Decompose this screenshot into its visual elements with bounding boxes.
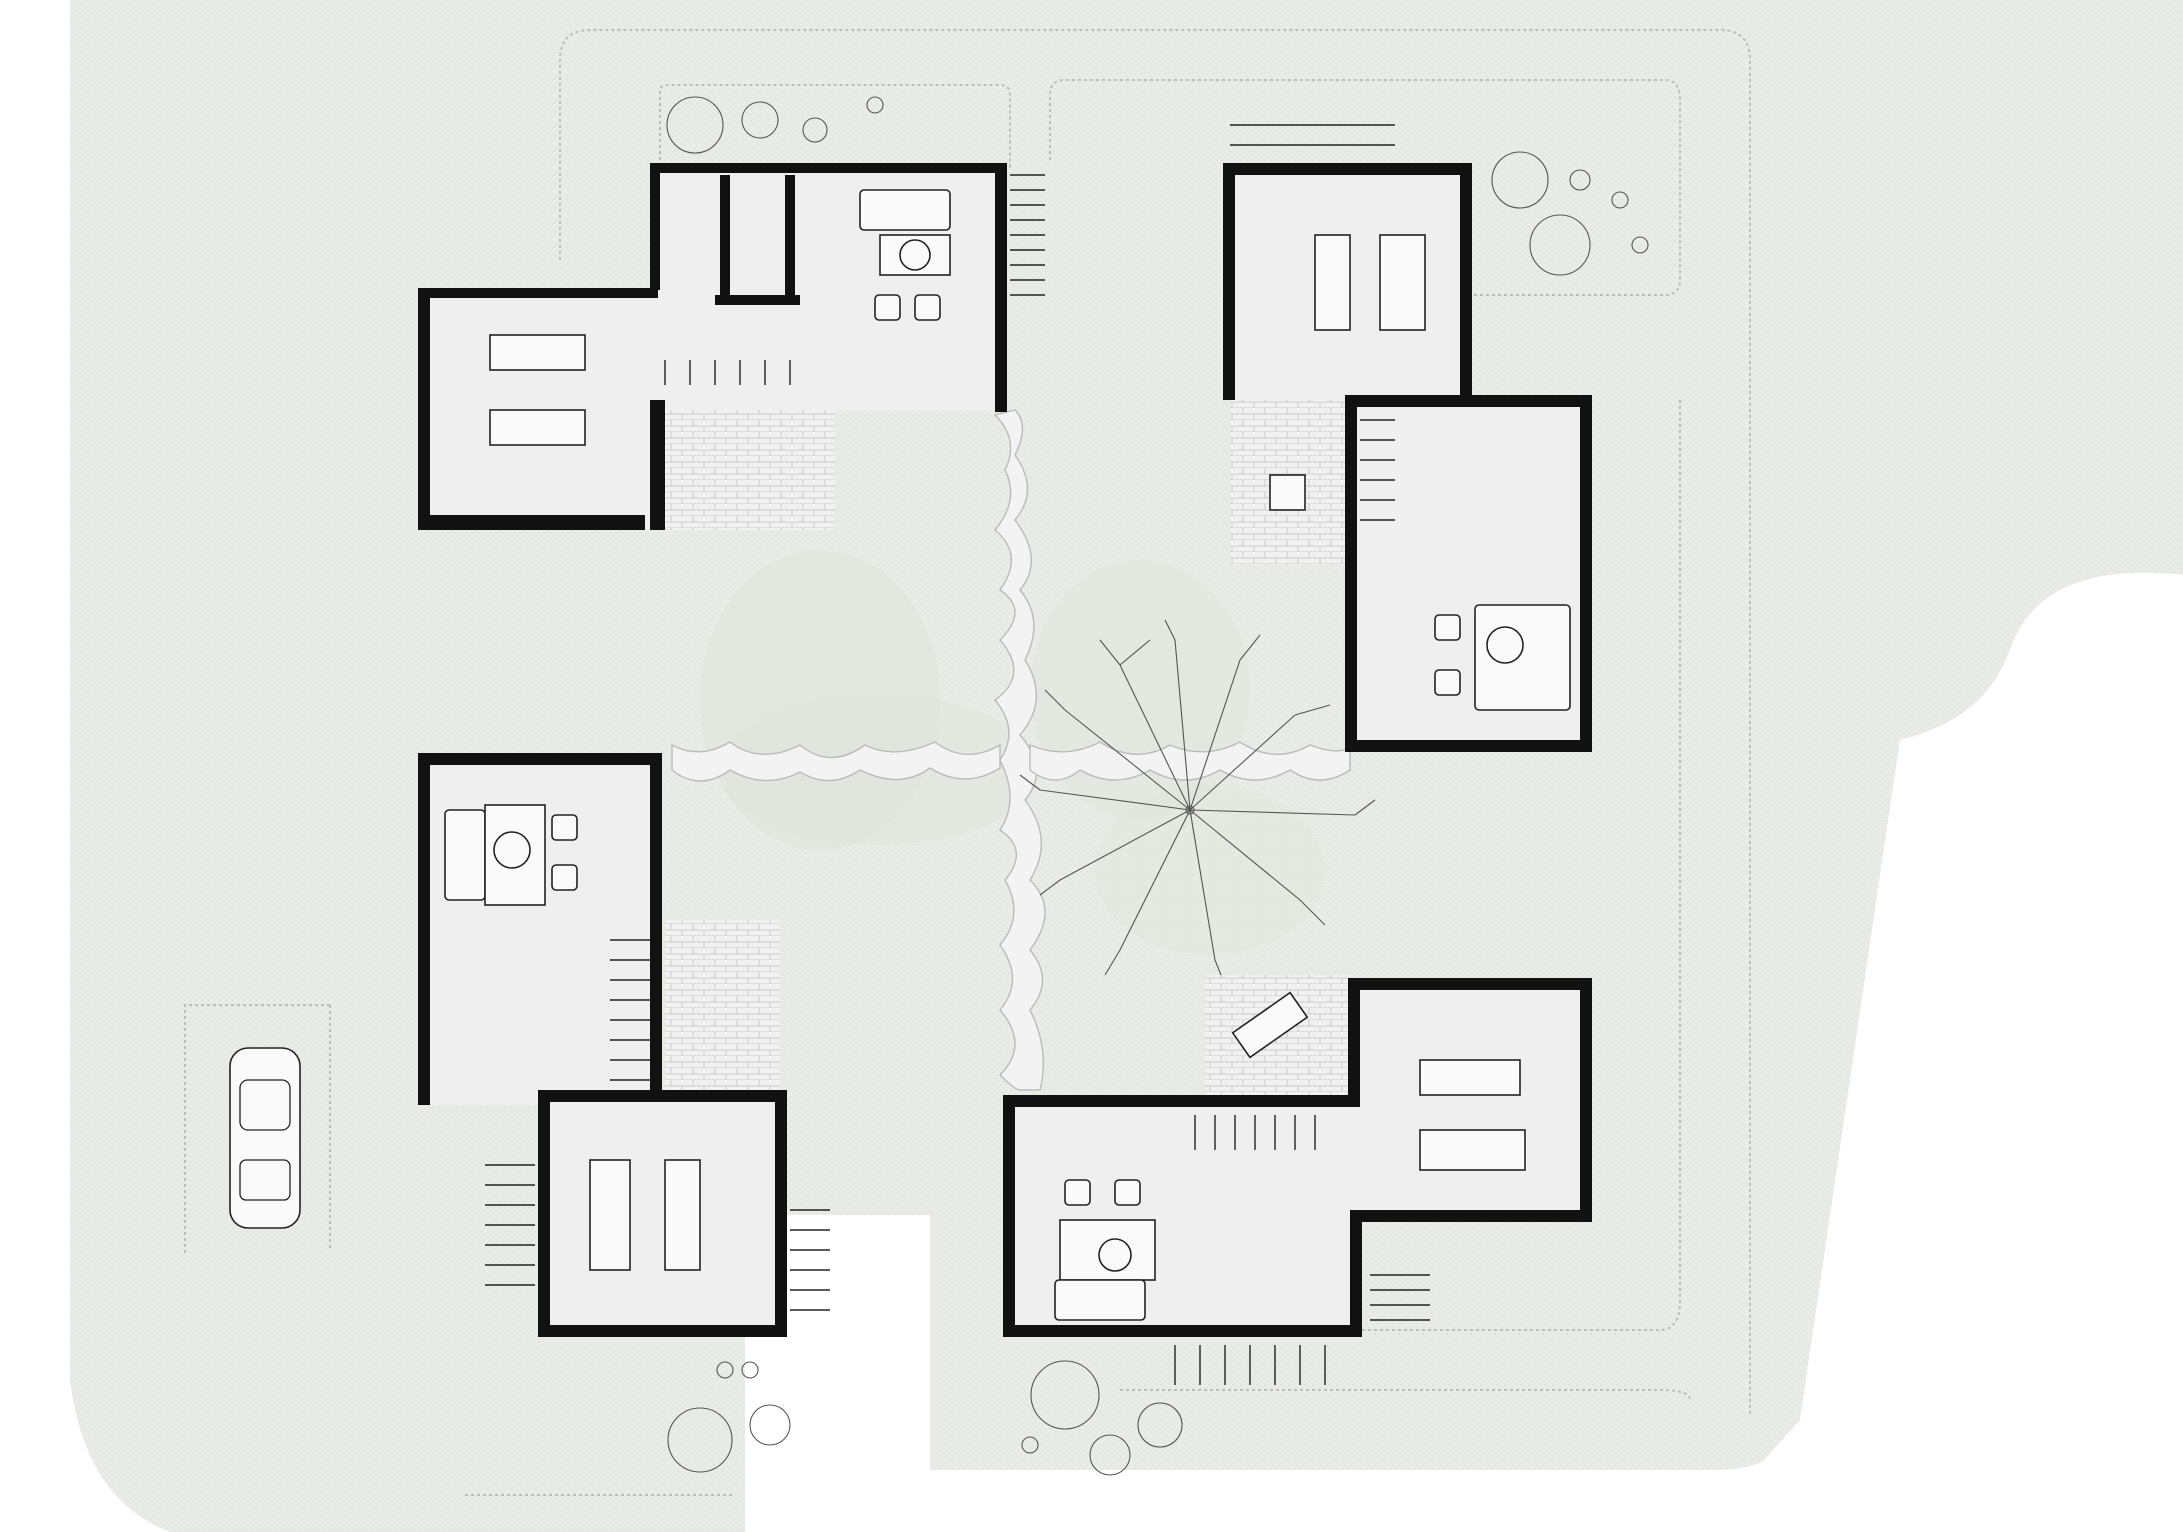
terrace bbox=[665, 410, 835, 530]
central-tree bbox=[1019, 619, 1376, 986]
house-north-east bbox=[1223, 124, 1592, 752]
house-north-west bbox=[418, 163, 1045, 530]
stepping-stone-paths bbox=[671, 409, 1351, 1091]
garden-boundaries bbox=[184, 29, 1751, 1496]
house-south-west bbox=[418, 753, 830, 1337]
house-south-east bbox=[1003, 975, 1592, 1385]
shrubs bbox=[666, 96, 1649, 1476]
parked-car bbox=[229, 1047, 301, 1229]
terrace bbox=[665, 920, 780, 1095]
